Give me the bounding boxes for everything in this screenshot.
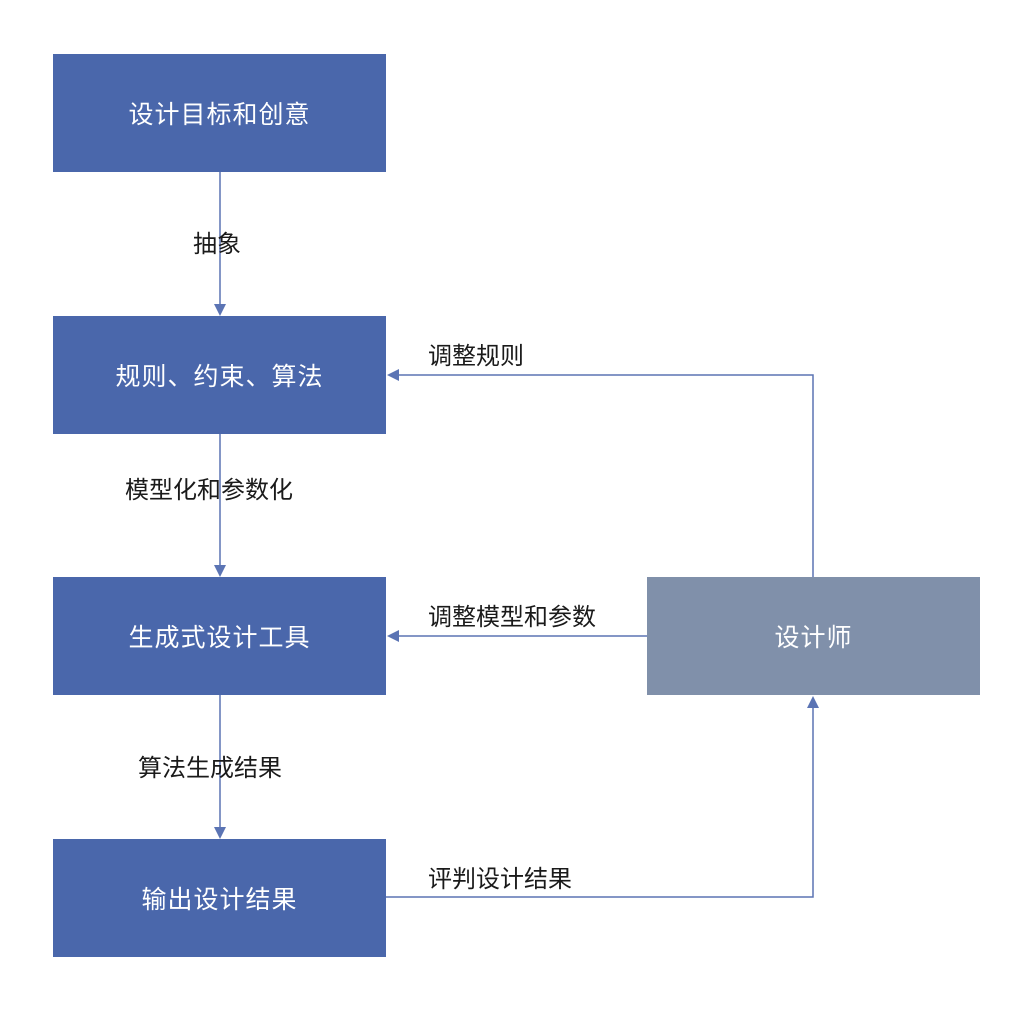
arrow-designer-to-rules (387, 369, 814, 577)
node-designer-label: 设计师 (774, 623, 853, 652)
node-tool-label: 生成式设计工具 (128, 623, 311, 652)
node-design-goal-label: 设计目标和创意 (128, 100, 311, 129)
edge-label-adjust-rules: 调整规则 (428, 342, 524, 370)
edge-label-modeling: 模型化和参数化 (125, 476, 293, 504)
node-design-goal: 设计目标和创意 (53, 54, 386, 172)
edge-label-adjust-model: 调整模型和参数 (428, 603, 596, 631)
edge-label-evaluate: 评判设计结果 (428, 865, 572, 893)
arrow-output-to-designer (386, 696, 819, 898)
node-rules-constraints-algorithms: 规则、约束、算法 (53, 316, 386, 434)
node-output-label: 输出设计结果 (141, 885, 298, 914)
node-output-design-results: 输出设计结果 (53, 839, 386, 957)
node-generative-design-tool: 生成式设计工具 (53, 577, 386, 695)
node-rules-label: 规则、约束、算法 (115, 362, 324, 391)
edge-label-abstract: 抽象 (193, 230, 241, 258)
node-designer: 设计师 (647, 577, 980, 695)
edge-label-generate: 算法生成结果 (138, 754, 282, 782)
